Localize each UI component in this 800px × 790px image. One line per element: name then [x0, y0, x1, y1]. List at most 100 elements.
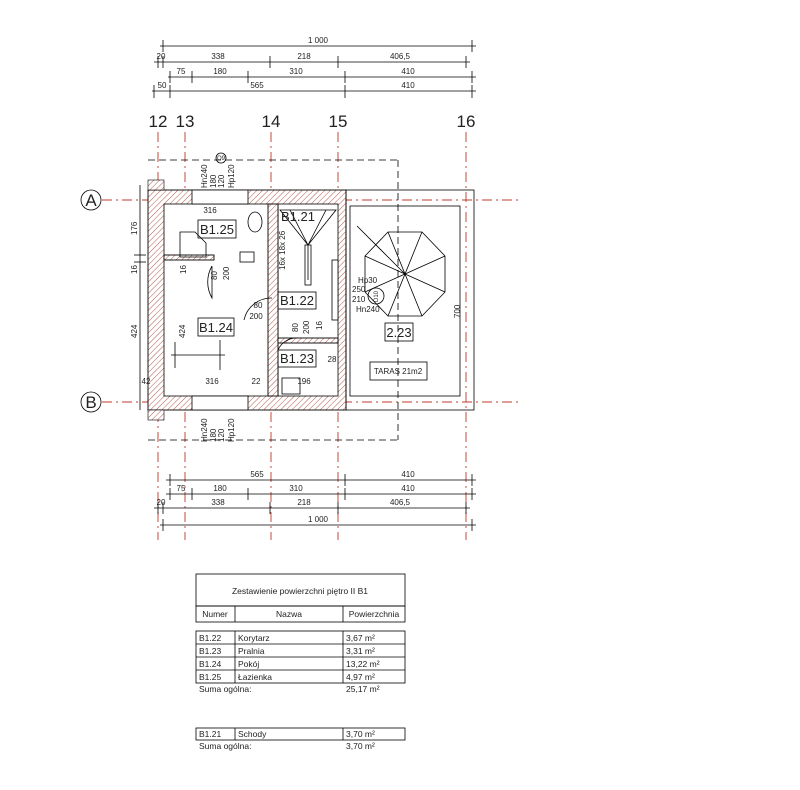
header-numer: Numer [202, 609, 228, 619]
room-b1-22: B1.22 [280, 293, 314, 308]
terrace: Hp30 250 210 Hn240 D10 [345, 189, 475, 411]
cell-name: Pralnia [238, 646, 265, 656]
room-2-23: 2.23 [386, 325, 411, 340]
window-label: Hn240 [200, 418, 209, 442]
table-row: B1.23 Pralnia 3,31 m² [199, 646, 375, 656]
table-title: Zestawienie powierzchni piętro II B1 [232, 586, 368, 596]
window-label: Hp120 [227, 164, 236, 188]
dim: 42 [142, 377, 151, 386]
dim: 180 [213, 484, 227, 493]
building-walls [147, 179, 347, 421]
cell-area: 4,97 m² [346, 672, 375, 682]
left-dimensions: 176 16 424 42 [130, 185, 151, 410]
cell-area: 13,22 m² [346, 659, 380, 669]
cell-name: Korytarz [238, 633, 270, 643]
dim: 565 [250, 470, 264, 479]
cell-name: Łazienka [238, 672, 272, 682]
window-label: 120 [217, 428, 226, 442]
table-row: B1.22 Korytarz 3,67 m² [199, 633, 375, 643]
axis-15: 15 [329, 112, 348, 131]
cell-num: B1.24 [199, 659, 221, 669]
cell-area: 3,70 m² [346, 729, 375, 739]
cell-area: 3,31 m² [346, 646, 375, 656]
inner-dimensions: 316 316 22 196 80 200 80 200 80 200 16x … [178, 206, 462, 386]
table-row: B1.24 Pokój 13,22 m² [199, 659, 380, 669]
dim: 565 [250, 81, 264, 90]
door-label: 250 [352, 285, 366, 294]
axis-B: B [85, 393, 96, 412]
door-label: 210 [352, 295, 366, 304]
dim: 310 [289, 484, 303, 493]
dim: 28 [328, 355, 337, 364]
dim: 406,5 [390, 498, 411, 507]
dim: 218 [297, 52, 311, 61]
dim: 75 [177, 484, 186, 493]
cell-num: B1.23 [199, 646, 221, 656]
cell-num: B1.25 [199, 672, 221, 682]
dim: 200 [249, 312, 263, 321]
dim-total: 1 000 [308, 515, 329, 524]
window-label: 120 [217, 174, 226, 188]
cell-name: Pokój [238, 659, 259, 669]
sum-label: Suma ogólna: [199, 684, 251, 694]
door-label: Hn240 [356, 305, 380, 314]
door-tag: D10 [374, 290, 380, 302]
sum-label: Suma ogólna: [199, 741, 251, 751]
dim: 316 [205, 377, 219, 386]
dim: 80 [254, 301, 263, 310]
room-labels: B1.25 B1.24 B1.22 B1.23 B1.21 2.23 TARAS… [197, 209, 428, 381]
header-powierzchnia: Powierzchnia [349, 609, 400, 619]
dim: 424 [178, 324, 187, 338]
dim: 218 [297, 498, 311, 507]
room-b1-25: B1.25 [200, 222, 234, 237]
dim: 200 [302, 320, 311, 334]
dim: 16 [130, 265, 139, 274]
dim: 410 [401, 81, 415, 90]
room-b1-21: B1.21 [281, 209, 315, 224]
dim: 200 [222, 266, 231, 280]
sum-value: 3,70 m² [346, 741, 375, 751]
window-tag: O9 [217, 156, 226, 162]
axis-13: 13 [176, 112, 195, 131]
area-table: Zestawienie powierzchni piętro II B1 Num… [195, 573, 406, 751]
dim: 410 [401, 67, 415, 76]
dim: 424 [130, 324, 139, 338]
dim: 80 [291, 323, 300, 332]
room-b1-23: B1.23 [280, 351, 314, 366]
dim-total: 1 000 [308, 36, 329, 45]
cell-area: 3,67 m² [346, 633, 375, 643]
header-nazwa: Nazwa [276, 609, 302, 619]
axis-12: 12 [149, 112, 168, 131]
dim: 406,5 [390, 52, 411, 61]
table-row: B1.21 Schody 3,70 m² [199, 729, 375, 739]
top-dimensions: 1 000 20 338 218 406,5 75 180 310 410 50… [152, 36, 476, 98]
dim: 700 [453, 304, 462, 318]
dim: 20 [157, 52, 166, 61]
dim: 16x 18x 26 [278, 230, 287, 270]
table-row: B1.25 Łazienka 4,97 m² [199, 672, 375, 682]
window-labels: Hn240 180 120 Hp120 O9 Hn240 180 120 Hp1… [200, 152, 236, 442]
dim: 196 [297, 377, 311, 386]
dim: 338 [211, 52, 225, 61]
cell-num: B1.22 [199, 633, 221, 643]
axis-14: 14 [262, 112, 281, 131]
dim: 22 [252, 377, 261, 386]
axis-A: A [85, 191, 97, 210]
terrace-label: TARAS 21m2 [374, 367, 423, 376]
dim: 176 [130, 221, 139, 235]
dim: 20 [157, 498, 166, 507]
grid-axis-labels: 12 13 14 15 16 A B [80, 112, 476, 413]
window-label: 180 [209, 174, 218, 188]
dim: 316 [203, 206, 217, 215]
axis-16: 16 [457, 112, 476, 131]
dim: 338 [211, 498, 225, 507]
window-label: Hp120 [227, 418, 236, 442]
cell-name: Schody [238, 729, 267, 739]
cell-num: B1.21 [199, 729, 221, 739]
window-label: Hn240 [200, 164, 209, 188]
dim: 410 [401, 470, 415, 479]
dim: 310 [289, 67, 303, 76]
window-label: 180 [209, 428, 218, 442]
bottom-dimensions: 565 410 75 180 310 410 20 338 218 406,5 … [154, 470, 476, 531]
